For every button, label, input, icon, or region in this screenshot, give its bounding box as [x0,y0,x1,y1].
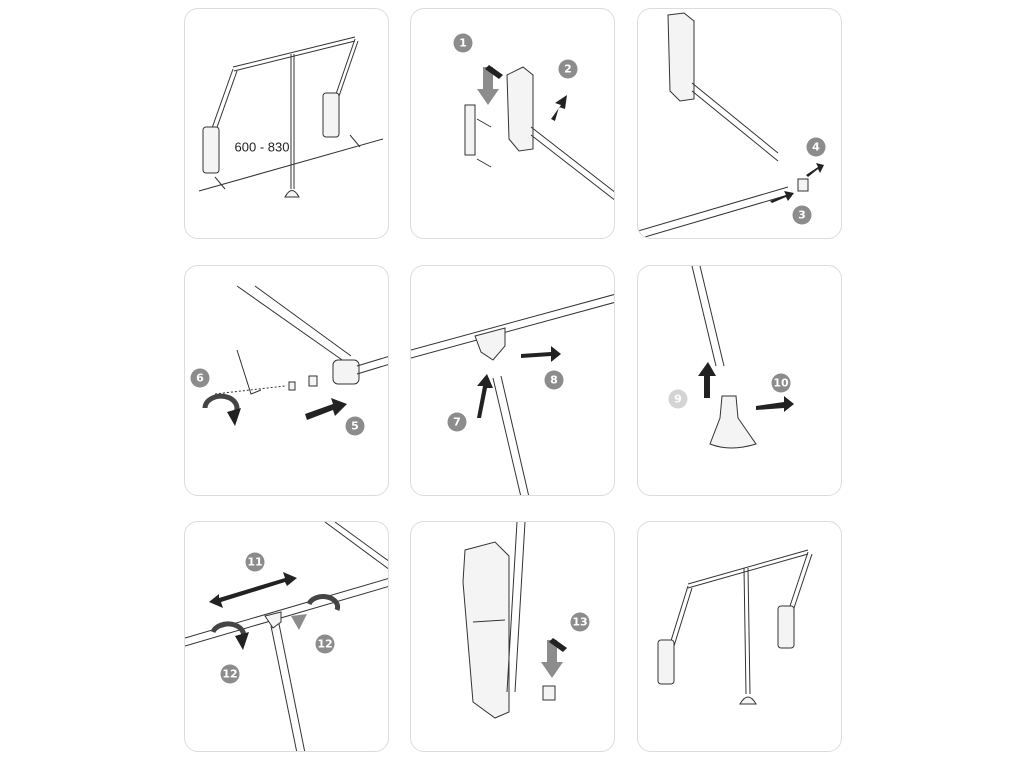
step-badge-9: 9 [668,389,688,409]
panel-final [637,521,842,752]
step-badge-6: 6 [190,368,210,388]
panel-step-9-10: 9 10 [637,265,842,496]
panel-overview: 600 - 830 [184,8,389,239]
step-badge-7: 7 [447,412,467,432]
panel-step-1-2: 1 2 [410,8,615,239]
step-badge-3: 3 [792,205,812,225]
step-badge-12-left: 12 [220,664,240,684]
step-badge-10: 10 [771,373,791,393]
panel-step-11-12: 11 12 12 [184,521,389,752]
step-badge-12-right: 12 [315,634,335,654]
step-badge-11: 11 [245,552,265,572]
panel-step-5-6: 6 5 [184,265,389,496]
side-cover-drawing [462,522,567,719]
pole-foot-drawing [691,266,794,449]
panel-step-7-8: 8 7 [410,265,615,496]
dimension-label: 600 - 830 [234,139,290,155]
panel-step-3-4: 4 3 [637,8,842,239]
step-badge-5: 5 [345,416,365,436]
step-badge-1: 1 [453,33,473,53]
step-badge-13: 13 [570,612,590,632]
step-badge-8: 8 [544,370,564,390]
center-pole-connector-drawing [411,294,614,495]
step-badge-2: 2 [558,59,578,79]
width-adjust-drawing [185,522,388,751]
hex-key-assembly-drawing [202,285,388,426]
wardrobe-lift-overview-drawing [198,36,384,198]
assembled-lift-drawing [657,549,813,705]
rod-end-cap-drawing [638,12,824,238]
bracket-mount-drawing [464,65,614,201]
step-badge-4: 4 [806,137,826,157]
panel-step-13: 13 [410,521,615,752]
